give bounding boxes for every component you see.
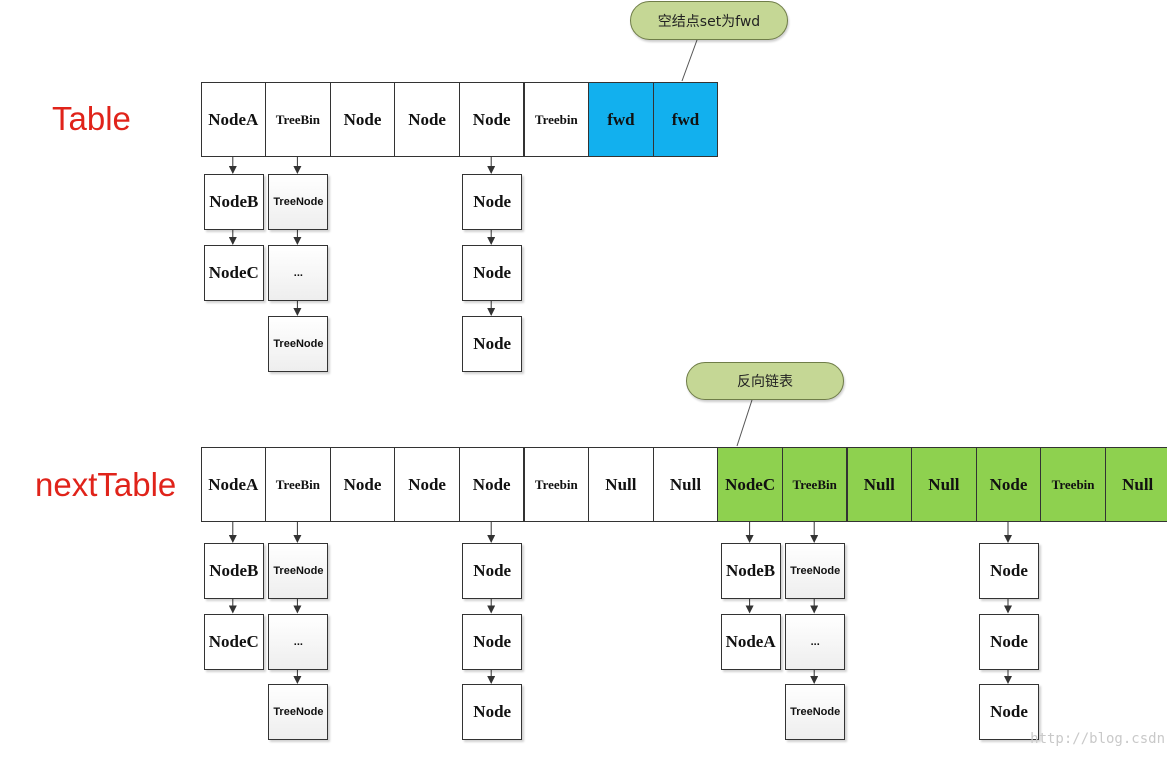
chain-node-box-node: Node (462, 684, 523, 740)
bucket-cell-nodea: NodeA (200, 447, 267, 522)
bucket-cell-treebin: Treebin (523, 82, 590, 157)
tree-node-box-treenode: TreeNode (785, 543, 846, 599)
chain-node-box-nodeb: NodeB (720, 543, 781, 599)
bucket-cell-treebin: TreeBin (781, 447, 848, 522)
callout-pointer-line (681, 39, 698, 82)
bucket-cell-null: Null (1104, 447, 1167, 522)
bucket-cell-null: Null (911, 447, 977, 522)
bucket-cell-node: Node (394, 82, 460, 157)
bucket-cell-fwd: fwd (652, 82, 719, 157)
chain-node-box-node: Node (979, 613, 1039, 670)
reverse-list-callout: 反向链表 (686, 362, 844, 400)
bucket-cell-node: Node (975, 447, 1042, 522)
bucket-cell-node: Node (458, 82, 525, 157)
chain-node-box-node: Node (462, 613, 523, 670)
bucket-cell-null: Null (846, 447, 913, 522)
bucket-cell-null: Null (652, 447, 719, 522)
chain-node-box-nodea: NodeA (720, 613, 781, 670)
bucket-cell-fwd: fwd (588, 82, 654, 157)
bucket-cell-node: Node (394, 447, 460, 522)
bucket-cell-treebin: Treebin (523, 447, 590, 522)
fwd-callout: 空结点set为fwd (630, 1, 788, 40)
bucket-cell-node: Node (458, 447, 525, 522)
bucket-cell-nodec: NodeC (717, 447, 783, 522)
bucket-cell-treebin: TreeBin (265, 447, 331, 522)
chain-node-box-node: Node (462, 316, 523, 372)
chain-node-box-node: Node (462, 245, 523, 301)
tree-node-box-ellipsis: ... (268, 613, 329, 670)
chain-node-box-nodec: NodeC (203, 613, 264, 670)
chain-node-box-nodec: NodeC (203, 245, 264, 301)
callout-pointer-line (736, 399, 753, 447)
next-table-row-label: nextTable (35, 466, 177, 503)
watermark-text: http://blog.csdn (1030, 731, 1165, 747)
bucket-cell-nodea: NodeA (200, 82, 267, 157)
tree-node-box-treenode: TreeNode (268, 543, 329, 599)
tree-node-box-treenode: TreeNode (268, 174, 329, 230)
bucket-cell-treebin: Treebin (1040, 447, 1106, 522)
bucket-cell-node: Node (329, 82, 396, 157)
chain-node-box-nodeb: NodeB (203, 174, 264, 230)
bucket-cell-treebin: TreeBin (265, 82, 331, 157)
tree-node-box-treenode: TreeNode (268, 316, 329, 372)
table-row-label: Table (52, 100, 131, 137)
chain-node-box-node: Node (462, 543, 523, 599)
bucket-cell-null: Null (588, 447, 654, 522)
tree-node-box-ellipsis: ... (785, 613, 846, 670)
bucket-cell-node: Node (329, 447, 396, 522)
chain-node-box-node: Node (462, 174, 523, 230)
chain-node-box-nodeb: NodeB (203, 543, 264, 599)
chain-node-box-node: Node (979, 684, 1039, 740)
tree-node-box-ellipsis: ... (268, 245, 329, 301)
chain-node-box-node: Node (979, 543, 1039, 599)
tree-node-box-treenode: TreeNode (785, 684, 846, 740)
tree-node-box-treenode: TreeNode (268, 684, 329, 740)
